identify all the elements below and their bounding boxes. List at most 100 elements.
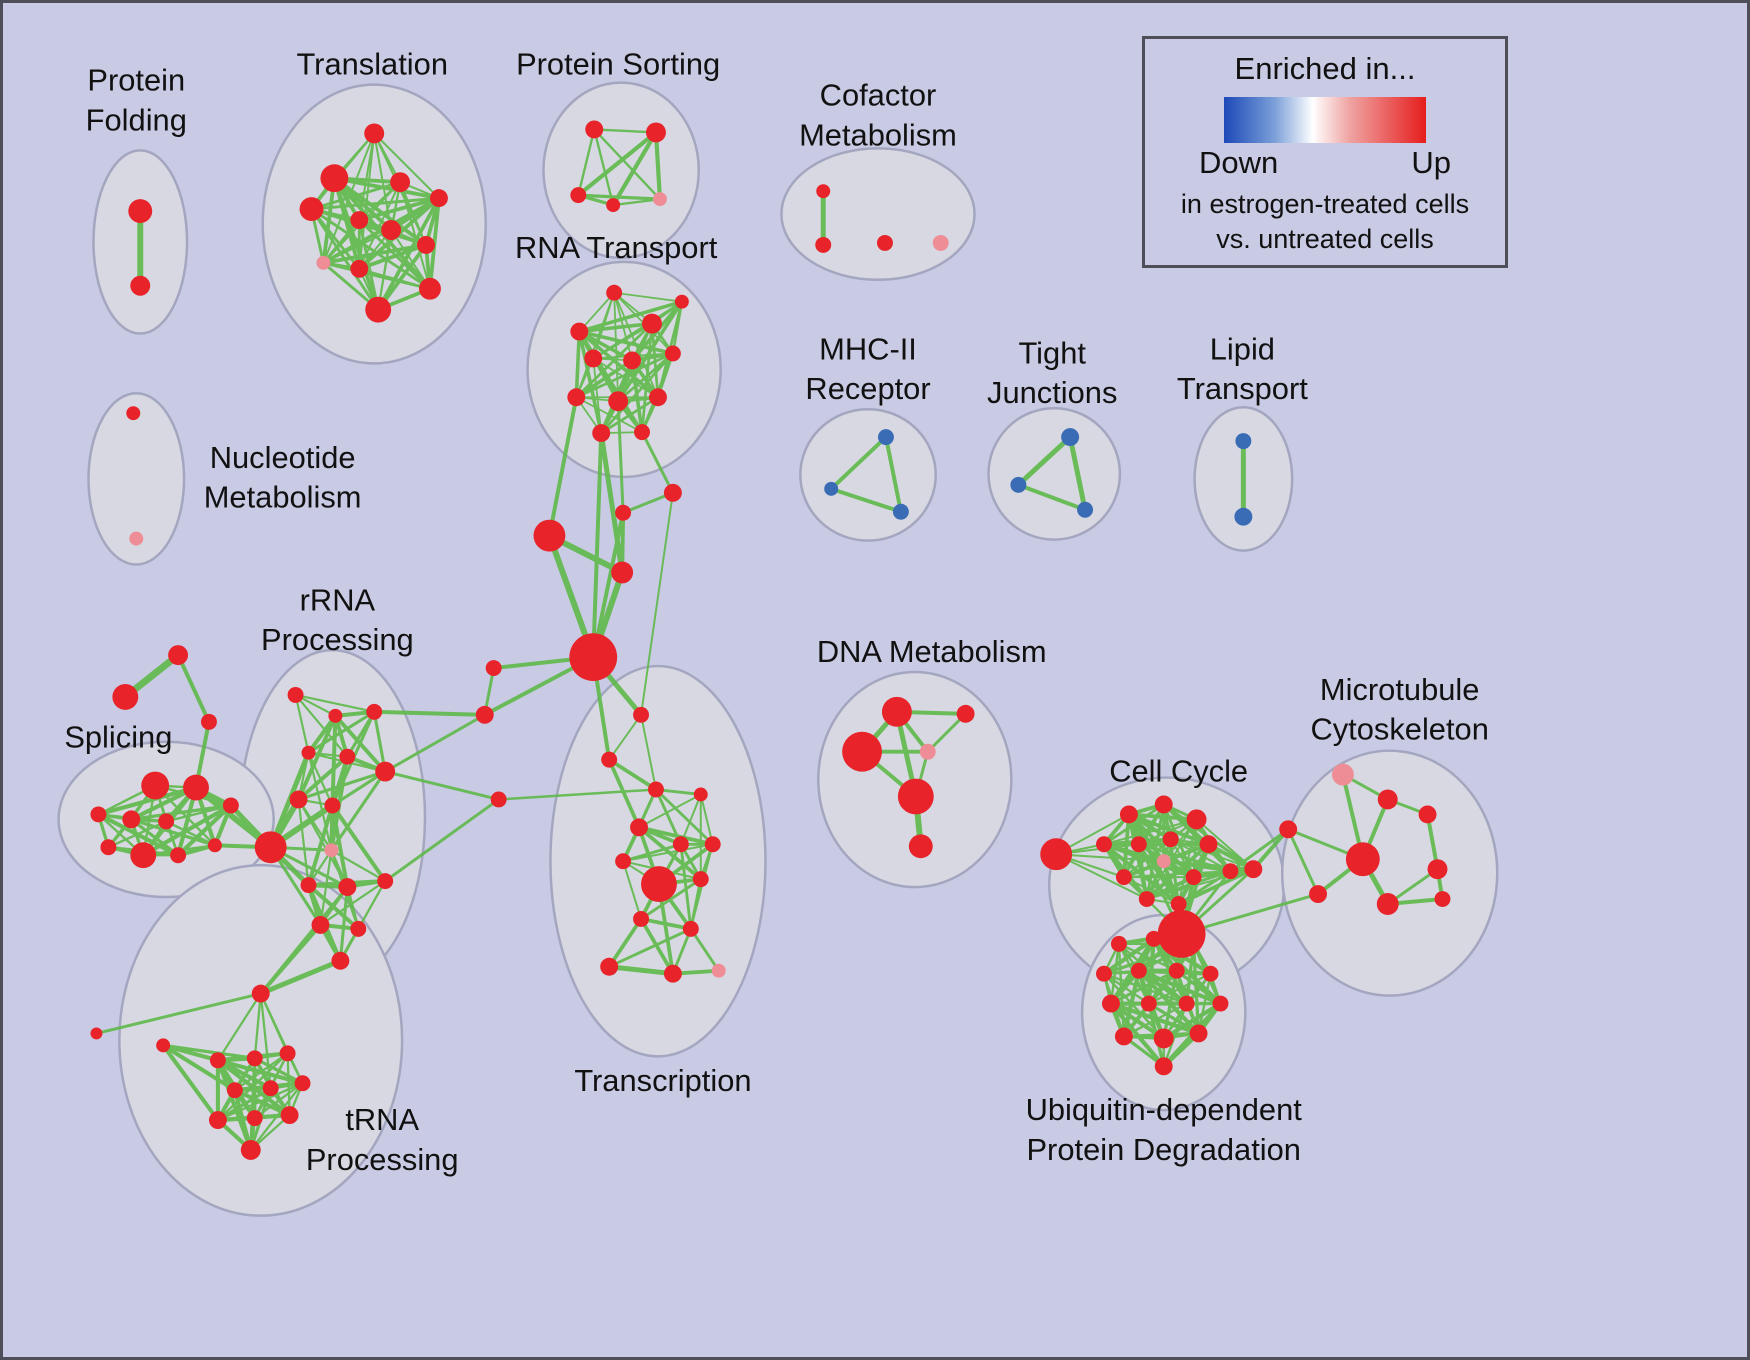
edge [306,803,335,888]
node-tri1 [168,645,189,666]
edge [497,788,658,801]
edge [613,291,620,403]
node-t2 [320,164,349,193]
node-tj1 [1061,428,1080,447]
node-dm2 [956,704,975,723]
edge [699,793,714,846]
cluster-ellipse-tight-junctions [987,406,1122,541]
edge [383,713,487,774]
node-rt4 [584,349,603,368]
node-ps2 [646,122,666,143]
node-rr8 [324,797,341,814]
edge [294,693,349,758]
node-tr8 [208,1111,227,1130]
edge [330,803,388,884]
node-mc8 [1376,893,1399,915]
node-tc7 [615,853,632,870]
edge [607,927,693,969]
node-tc11 [633,910,650,927]
edge [258,958,343,997]
edge [638,793,702,829]
node-mc9 [1434,891,1451,907]
cluster-label-translation: Translation [296,47,448,82]
edge [383,770,501,801]
edge [576,193,662,201]
edge [297,770,387,802]
node-ln1 [90,1027,103,1040]
edge [829,435,888,491]
edge [294,693,310,754]
node-tc5 [630,818,649,837]
node-hub3 [663,483,682,502]
node-rr11 [300,877,317,894]
node-cc1 [1040,838,1073,871]
edge [377,228,393,311]
edge [175,803,233,858]
edge [1122,1002,1188,1038]
node-tr4 [279,1045,296,1062]
node-cc8 [1199,835,1218,854]
node-ub7 [1202,965,1219,982]
edge [1015,434,1073,488]
node-hub4 [611,561,634,584]
edge [637,825,715,847]
node-rt6 [664,345,681,362]
edge [547,395,579,538]
edge [599,395,660,435]
node-tr1 [251,984,270,1003]
edge [577,329,675,356]
node-ub1 [1110,935,1127,952]
edge [399,181,431,290]
cluster-ellipse-nucleotide-metabolism [87,392,186,566]
node-rt5 [623,351,642,370]
edge [1101,936,1156,976]
legend-gradient-bar [1224,97,1426,143]
edge [376,196,441,312]
edge [176,653,211,724]
edge [307,751,333,852]
edge [319,880,387,927]
node-hub2 [615,504,632,521]
edge [1147,1001,1201,1036]
edge [679,842,693,931]
legend-title: Enriched in... [1234,51,1416,86]
node-ub11 [1212,995,1229,1012]
node-rt10 [592,424,611,443]
edge [1067,434,1088,513]
edge [164,820,217,847]
node-rt12 [674,294,689,309]
node-rr4 [301,745,316,760]
node-ub3 [1185,935,1202,952]
edge [268,750,311,850]
node-cc3 [1154,795,1173,814]
node-ub14 [1189,1024,1208,1043]
node-rr12 [338,878,357,897]
node-tr10 [280,1106,299,1125]
edge [640,491,674,716]
node-cc16 [1244,860,1263,879]
node-cc10 [1115,869,1132,886]
node-tr7 [294,1075,311,1092]
edge [1136,968,1223,1006]
node-t6 [350,211,369,229]
edge [611,197,662,207]
edge [1144,842,1211,901]
edge [640,430,675,495]
node-ps1 [585,120,604,139]
edge [161,1043,237,1093]
node-cc15 [1157,909,1206,958]
node-ub4 [1096,965,1112,982]
node-t7 [381,220,402,240]
node-ub15 [1154,1057,1173,1076]
edge [338,885,349,963]
node-rt11 [634,424,650,441]
edge [640,713,657,791]
node-rt9 [649,388,667,407]
node-sp5 [222,797,239,814]
node-sp8 [170,847,187,864]
edge [1147,972,1212,1005]
